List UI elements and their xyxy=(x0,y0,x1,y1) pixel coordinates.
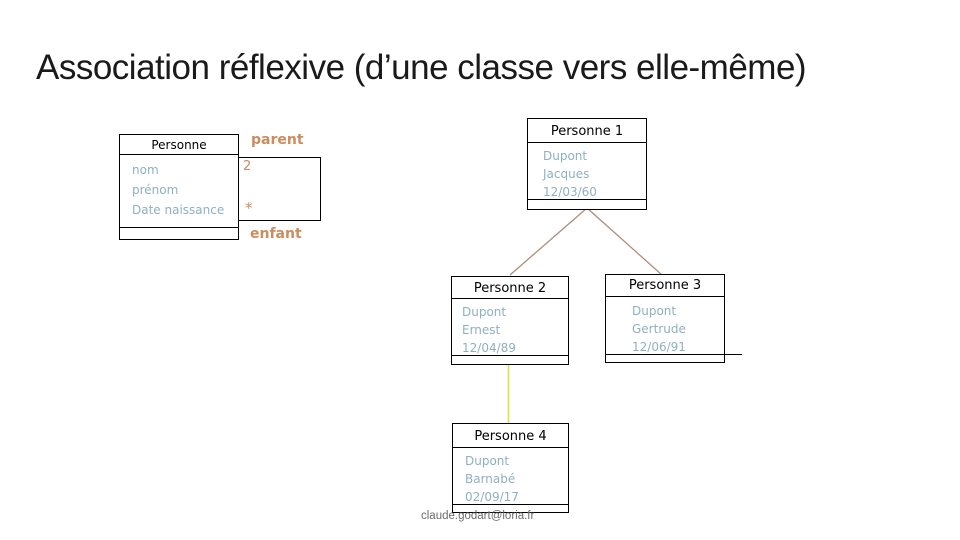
class-attribute: Date naissance xyxy=(132,203,225,217)
object-attributes: Dupont Jacques 12/03/60 xyxy=(528,143,646,200)
object-attribute: 12/04/89 xyxy=(462,341,516,355)
object-title: Personne 1 xyxy=(528,119,646,143)
uml-class-box: Personne nom prénom Date naissance xyxy=(119,134,239,240)
object-title: Personne 4 xyxy=(453,424,568,448)
object-box-personne-2: Personne 2 Dupont Ernest 12/04/89 xyxy=(451,276,569,365)
object-attribute: Dupont xyxy=(632,304,677,318)
object-attribute: Ernest xyxy=(462,323,501,337)
class-attribute: prénom xyxy=(132,183,179,197)
object-attributes: Dupont Ernest 12/04/89 xyxy=(452,299,568,356)
class-attribute: nom xyxy=(132,163,159,177)
association-role-parent: parent xyxy=(251,132,304,148)
object-attribute: Jacques xyxy=(543,167,590,181)
class-name: Personne xyxy=(120,135,238,155)
multiplicity-child: * xyxy=(245,199,253,217)
reflexive-association-loop xyxy=(238,157,321,221)
object-attribute: Dupont xyxy=(543,149,588,163)
object-attribute: Barnabé xyxy=(465,472,516,486)
parent-child-line-left xyxy=(509,207,588,276)
footer-email: claude.godart@loria.fr xyxy=(421,510,535,522)
object-title: Personne 2 xyxy=(452,277,568,299)
object-box-personne-3: Personne 3 Dupont Gertrude 12/06/91 xyxy=(605,274,725,363)
object-attribute: 02/09/17 xyxy=(465,490,519,504)
object-attribute: Gertrude xyxy=(632,322,686,336)
parent-child-line-right xyxy=(586,207,663,276)
object-attribute: 12/03/60 xyxy=(543,185,597,199)
object-attribute: Dupont xyxy=(462,305,507,319)
object-title: Personne 3 xyxy=(606,275,724,297)
object-box-personne-1: Personne 1 Dupont Jacques 12/03/60 xyxy=(527,118,647,210)
object-attributes: Dupont Gertrude 12/06/91 xyxy=(606,297,724,355)
object-attributes: Dupont Barnabé 02/09/17 xyxy=(453,448,568,505)
object-box-personne-4: Personne 4 Dupont Barnabé 02/09/17 xyxy=(452,423,569,513)
association-role-child: enfant xyxy=(250,226,302,242)
object-attribute: 12/06/91 xyxy=(632,340,686,354)
multiplicity-parent: 2 xyxy=(243,159,252,174)
object-attribute: Dupont xyxy=(465,454,510,468)
class-attributes: nom prénom Date naissance xyxy=(120,155,238,228)
page-title: Association réflexive (d’une classe vers… xyxy=(36,48,807,87)
